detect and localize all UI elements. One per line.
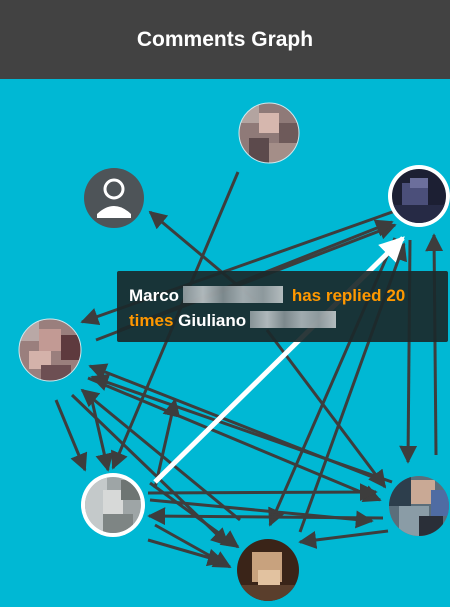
tooltip-target-name: Giuliano	[178, 311, 247, 330]
redacted-surname	[250, 311, 337, 328]
graph-edge	[149, 481, 240, 549]
graph-edge	[88, 363, 376, 480]
tooltip-unit: times	[129, 311, 174, 330]
tooltip-source-name: Marco	[129, 286, 180, 305]
graph-node-bottom-left[interactable]	[81, 473, 145, 537]
graph-node-placeholder[interactable]	[84, 168, 144, 228]
app-bar: Comments Graph	[0, 0, 450, 79]
graph-edge	[54, 399, 88, 472]
graph-node-bottom[interactable]	[237, 539, 299, 601]
tooltip-verb: has replied	[291, 286, 382, 305]
graph-edge	[87, 376, 382, 503]
graph-edge	[147, 538, 226, 567]
graph-node-top[interactable]	[238, 102, 300, 164]
graph-edge	[149, 498, 374, 529]
graph-edge	[298, 529, 389, 549]
graph-node-right-top[interactable]	[388, 165, 450, 227]
graph-node-right-bottom[interactable]	[389, 476, 449, 536]
page-title: Comments Graph	[136, 27, 314, 51]
edge-tooltip: Marco has replied 20 times Giuliano	[117, 271, 448, 342]
avatar	[18, 318, 82, 382]
graph-node-left[interactable]	[18, 318, 82, 382]
graph-edge	[425, 233, 444, 456]
avatar	[238, 102, 300, 164]
graph-edge	[265, 329, 387, 489]
graph-edge	[153, 398, 181, 489]
graph-edge	[147, 483, 378, 502]
redacted-surname	[183, 286, 284, 303]
tooltip-count: 20	[386, 286, 406, 305]
